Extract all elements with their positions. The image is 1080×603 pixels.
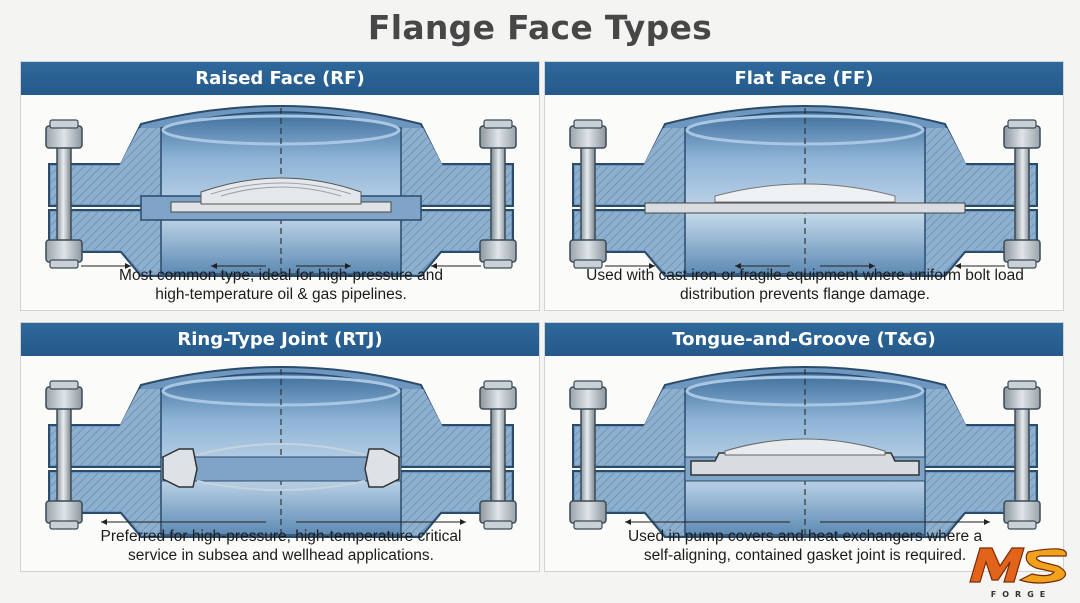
panel-flat-face: Flat Face (FF) Used with cast iron or fr… — [544, 61, 1064, 311]
page-title: Flange Face Types — [367, 8, 713, 47]
description-line: distribution prevents flange damage. — [680, 286, 930, 303]
panel-tongue-and-groove: Tongue-and-Groove (T&G) Used in pump cov… — [544, 322, 1064, 572]
panel-description: Preferred for high-pressure, high-temper… — [21, 527, 539, 565]
description-line: Most common type; ideal for high-pressur… — [119, 267, 443, 284]
tongue-and-groove-diagram — [545, 359, 1064, 545]
panel-description: Used with cast iron or fragile equipment… — [545, 266, 1063, 304]
panel-ring-type-joint: Ring-Type Joint (RTJ) Preferred for high… — [20, 322, 540, 572]
description-line: Used in pump covers and heat exchangers … — [627, 528, 983, 545]
ring-type-joint-diagram — [21, 359, 540, 545]
logo-subtitle: FORGE — [991, 590, 1051, 599]
description-line: Used with cast iron or fragile equipment… — [586, 267, 1024, 284]
description-line: self-aligning, contained gasket joint is… — [643, 547, 967, 564]
flat-face-diagram — [545, 98, 1064, 284]
panel-raised-face: Raised Face (RF) Most common type; ideal… — [20, 61, 540, 311]
panel-heading: Flat Face (FF) — [545, 62, 1063, 95]
description-line: Preferred for high-pressure, high-temper… — [100, 528, 462, 545]
description-line: service in subsea and wellhead applicati… — [128, 547, 434, 564]
description-line: high-temperature oil & gas pipelines. — [155, 286, 407, 303]
panel-heading: Tongue-and-Groove (T&G) — [545, 323, 1063, 356]
panel-description: Most common type; ideal for high-pressur… — [21, 266, 539, 304]
panel-heading: Ring-Type Joint (RTJ) — [21, 323, 539, 356]
panel-heading: Raised Face (RF) — [21, 62, 539, 95]
panel-description: Used in pump covers and heat exchangers … — [545, 527, 1063, 565]
brand-logo: FORGE — [969, 547, 1067, 599]
raised-face-diagram — [21, 98, 540, 284]
